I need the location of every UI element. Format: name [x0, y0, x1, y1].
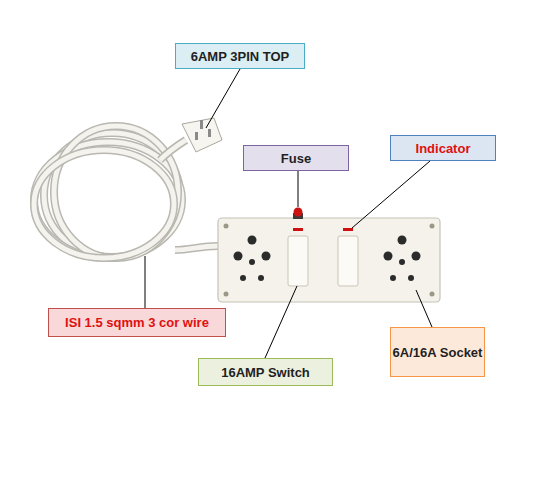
cable: [160, 140, 186, 160]
switch: [338, 236, 358, 286]
socket: [384, 236, 421, 282]
callout-text: Fuse: [281, 150, 311, 167]
plug-pin: [200, 120, 203, 129]
cable: [160, 140, 186, 160]
extension-board: [218, 208, 440, 303]
callout-box: 6A/16A Socket: [390, 327, 485, 377]
indicator-lamp: [343, 228, 353, 231]
leader-line: [416, 290, 432, 327]
callout-text: Indicator: [416, 140, 471, 157]
plug-pin: [195, 132, 198, 140]
callout-text: 6AMP 3PIN TOP: [191, 48, 290, 65]
plug-top: [182, 118, 222, 152]
leader-line: [206, 69, 240, 128]
screw: [430, 292, 435, 297]
leader-line: [145, 256, 146, 308]
plug-pin: [208, 129, 211, 137]
callout-box: Fuse: [243, 145, 349, 171]
cable: [175, 246, 218, 250]
callout-text: ISI 1.5 sqmm 3 cor wire: [65, 314, 209, 331]
screw: [430, 224, 435, 229]
cable: [34, 150, 174, 258]
leader-line: [352, 161, 430, 228]
cable: [175, 246, 218, 250]
screw: [224, 224, 229, 229]
callout-box: 6AMP 3PIN TOP: [175, 43, 305, 69]
screw: [224, 292, 229, 297]
cable: [34, 150, 174, 258]
leader-line: [265, 286, 297, 358]
callout-box: ISI 1.5 sqmm 3 cor wire: [48, 308, 226, 337]
plug-body: [182, 118, 222, 152]
cable-coil: [34, 126, 218, 258]
socket: [234, 236, 271, 282]
switch: [288, 236, 308, 286]
board-body: [218, 218, 440, 302]
callout-box: 16AMP Switch: [198, 358, 333, 386]
leader-line: [298, 171, 299, 207]
indicator-lamp: [293, 228, 303, 231]
fuse-cap: [294, 208, 303, 217]
callout-text: 6A/16A Socket: [393, 344, 483, 361]
callout-box: Indicator: [390, 135, 496, 161]
callout-text: 16AMP Switch: [221, 364, 310, 381]
